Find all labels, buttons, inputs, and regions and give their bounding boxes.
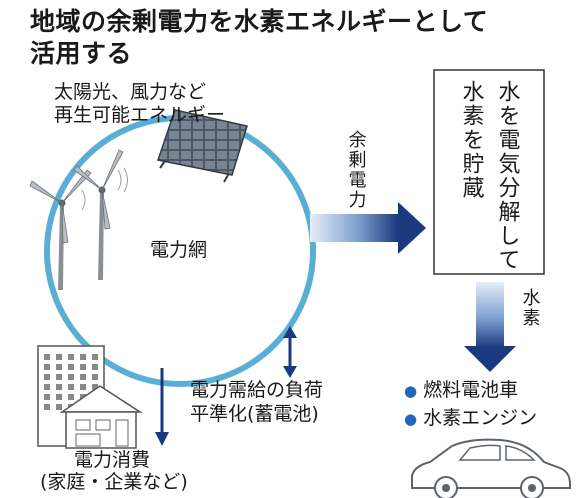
balancing-label-line-1: 電力需給の負荷 [190, 379, 324, 401]
surplus-power-label: 余剰電力 [345, 130, 367, 210]
balancing-label-line-2: 平準化(蓄電池) [190, 403, 319, 425]
electrolysis-text-col-1: 水を電気分解して [494, 80, 520, 272]
electrolysis-text-col-2: 水素を貯蔵 [458, 80, 484, 200]
renewables-label-line-2: 再生可能エネルギー [54, 104, 226, 126]
use-item-hydrogen-engine: ● 水素エンジン [404, 407, 538, 430]
surplus-power-arrow [310, 202, 426, 254]
use-item-fuel-cell-car: ● 燃料電池車 [404, 379, 519, 402]
title-line-1: 地域の余剰電力を水素エネルギーとして [30, 7, 489, 36]
electrolysis-box-frame [433, 69, 545, 275]
house-icon [59, 385, 143, 449]
use-item-label: 燃料電池車 [423, 379, 519, 401]
hydrogen-label: 水素 [519, 288, 541, 328]
bullet-icon: ● [404, 410, 418, 428]
grid-label: 電力網 [150, 239, 208, 261]
balancing-double-arrow [283, 326, 297, 378]
wind-turbine-icon [29, 149, 128, 290]
renewables-label-line-1: 太陽光、風力など [54, 81, 207, 103]
use-item-label: 水素エンジン [423, 407, 538, 429]
solar-panel-icon [157, 109, 248, 183]
consumption-label-line-2: (家庭・企業など) [40, 471, 188, 493]
hydrogen-arrow [464, 282, 516, 372]
car-icon [411, 438, 571, 498]
bullet-icon: ● [404, 382, 418, 400]
title-line-2: 活用する [30, 39, 133, 68]
consumption-arrow [155, 368, 169, 446]
consumption-label-line-1: 電力消費 [74, 449, 151, 471]
